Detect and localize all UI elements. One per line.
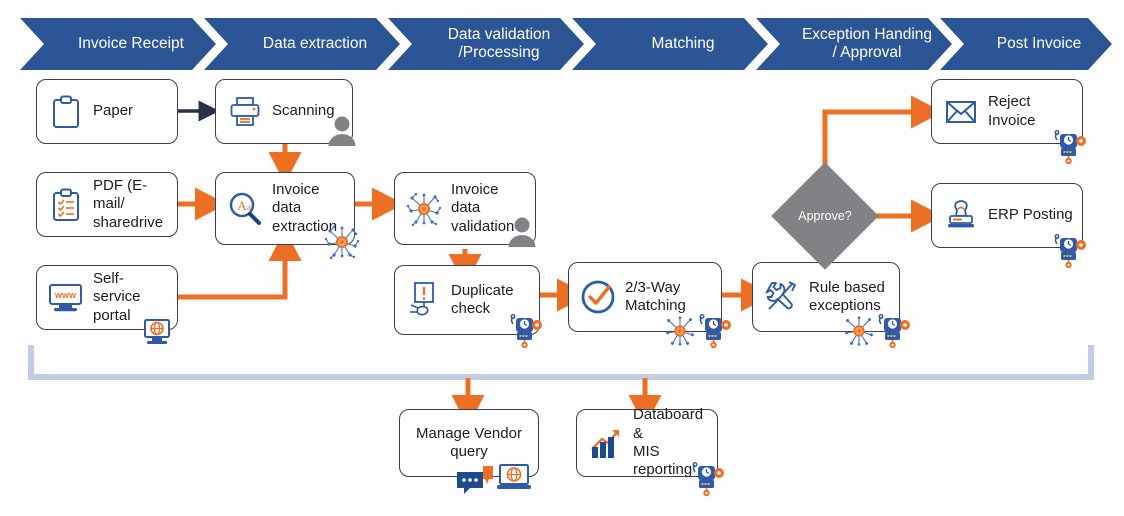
phase-label: Data validation /Processing	[447, 26, 551, 61]
badge-ai-network-icon	[840, 312, 878, 350]
stamp-icon	[941, 196, 981, 236]
phase-label: Post Invoice	[996, 35, 1082, 53]
clipboard-icon	[46, 92, 86, 132]
phase-chevron-data-extraction[interactable]: Data extraction	[204, 18, 400, 70]
node-reject-invoice[interactable]: Reject Invoice	[931, 79, 1083, 144]
phase-chevron-invoice-receipt[interactable]: Invoice Receipt	[20, 18, 216, 70]
node-label: Manage Vendor query	[416, 424, 522, 460]
badge-robot-icon	[503, 312, 547, 350]
bar-chart-icon	[586, 423, 626, 463]
node-label: Invoice data extraction	[272, 181, 338, 235]
node-paper[interactable]: Paper	[36, 79, 178, 144]
badge-robot-icon	[871, 312, 915, 350]
node-scanning[interactable]: Scanning	[215, 79, 353, 144]
swimlane-bracket	[28, 345, 1094, 380]
phase-chevron-exception-handling[interactable]: Exception Handing / Approval	[756, 18, 952, 70]
node-label: Paper	[93, 102, 134, 120]
node-erp-posting[interactable]: ERP Posting	[931, 183, 1083, 248]
node-label: Self-service portal	[93, 270, 141, 324]
tools-icon	[762, 277, 802, 317]
node-label: Scanning	[272, 102, 335, 120]
node-invoice-data-validation[interactable]: Invoice data validation	[394, 172, 536, 245]
node-label: Databoard & MIS reporting	[633, 406, 704, 479]
badge-laptop-icon	[495, 462, 533, 496]
node-label: Invoice data validation	[451, 181, 515, 235]
badge-chat-icon	[455, 464, 495, 498]
badge-ai-network-icon	[661, 312, 699, 350]
clipboard-list-icon	[46, 185, 86, 225]
phase-chevron-data-validation[interactable]: Data validation /Processing	[388, 18, 584, 70]
svg-text:a: a	[247, 202, 251, 212]
node-label: Rule based exceptions	[809, 278, 885, 314]
connector-approve-to-reject	[822, 95, 943, 182]
node-pdf-email[interactable]: PDF (E-mail/ sharedrive	[36, 172, 178, 237]
badge-robot-icon	[1047, 232, 1091, 270]
envelope-icon	[941, 92, 981, 132]
phase-chevron-matching[interactable]: Matching	[572, 18, 768, 70]
magnifier-ocr-icon: A a	[225, 189, 265, 229]
phase-label: Data extraction	[262, 35, 368, 53]
badge-robot-icon	[692, 312, 736, 350]
svg-text:www: www	[54, 290, 77, 300]
badge-person-icon	[325, 114, 359, 153]
connector-portal-to-extraction	[178, 229, 302, 300]
check-circle-icon	[578, 277, 618, 317]
alert-hand-icon	[404, 280, 444, 320]
ai-network-icon	[404, 189, 444, 229]
node-label: ERP Posting	[988, 206, 1073, 224]
node-label: Reject Invoice	[988, 93, 1036, 129]
phase-label: Matching	[651, 35, 715, 53]
phase-chevron-post-invoice[interactable]: Post Invoice	[940, 18, 1112, 70]
badge-robot-icon	[685, 460, 729, 498]
svg-text:A: A	[237, 198, 247, 213]
node-rule-based-exceptions[interactable]: Rule based exceptions	[752, 262, 900, 332]
badge-ai-network-icon	[322, 222, 362, 262]
printer-icon	[225, 92, 265, 132]
badge-robot-icon	[1047, 128, 1091, 166]
node-label: PDF (E-mail/ sharedrive	[93, 177, 164, 231]
phase-label: Exception Handing / Approval	[801, 26, 933, 61]
phase-label: Invoice Receipt	[78, 35, 184, 53]
node-way-matching[interactable]: 2/3-Way Matching	[568, 262, 722, 332]
node-duplicate-check[interactable]: Duplicate check	[394, 265, 540, 335]
badge-person-icon	[505, 215, 539, 254]
node-label: Duplicate check	[451, 281, 514, 317]
node-self-service-portal[interactable]: www Self-service portal	[36, 265, 178, 330]
www-monitor-icon: www	[46, 278, 86, 318]
node-label: 2/3-Way Matching	[625, 278, 686, 314]
badge-web-portal-icon	[140, 318, 174, 350]
